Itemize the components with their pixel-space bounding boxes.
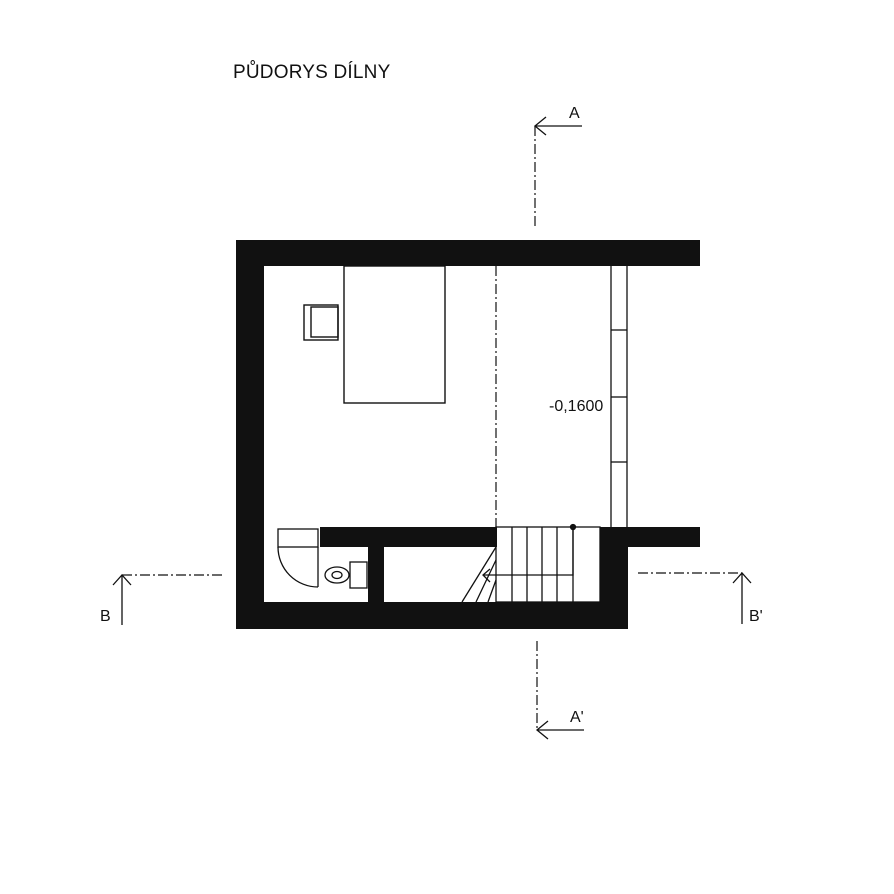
chair-inner — [310, 306, 339, 338]
stair-outline — [495, 526, 601, 603]
section-arrow-b-right-head — [732, 572, 752, 584]
walls — [236, 240, 700, 629]
section-label-b-right: B' — [749, 608, 763, 625]
wall-partition — [368, 545, 384, 605]
walk-arrow — [482, 568, 491, 583]
toilet — [324, 561, 368, 589]
winder-tread — [461, 546, 497, 603]
winder-tread — [487, 579, 497, 603]
walk-start-dot — [569, 523, 577, 531]
section-label-b-left: B — [100, 608, 111, 625]
section-label-a-bottom: A' — [570, 709, 584, 726]
labels: -0,1600 A A' B B' — [100, 105, 763, 726]
toilet-bowl — [324, 566, 350, 584]
section-label-a-top: A — [569, 105, 580, 122]
wall-bottom — [236, 602, 628, 629]
door-wc — [277, 528, 319, 588]
drawing-title: PŮDORYS DÍLNY — [233, 62, 391, 83]
wall-left — [236, 240, 264, 629]
chair-outer — [303, 304, 339, 341]
staircase — [461, 523, 601, 603]
furniture — [303, 265, 446, 404]
toilet-seat — [331, 570, 343, 580]
winder-tread — [475, 559, 497, 603]
door-swing — [277, 546, 319, 588]
level-label: -0,1600 — [549, 398, 603, 415]
window-glazing — [610, 266, 628, 527]
section-arrow-a-bottom-head — [535, 720, 549, 740]
wall-top — [236, 240, 700, 266]
toilet-tank — [349, 561, 368, 589]
section-arrow-b-left-head — [112, 574, 132, 586]
door-frame — [277, 528, 319, 548]
section-arrows — [112, 116, 752, 740]
section-lines — [122, 126, 742, 730]
walk-line — [484, 527, 574, 576]
workbench — [343, 265, 446, 404]
wall-right-ledge — [600, 527, 700, 547]
section-arrow-a-top-head — [533, 116, 547, 136]
wall-interior — [320, 527, 497, 547]
